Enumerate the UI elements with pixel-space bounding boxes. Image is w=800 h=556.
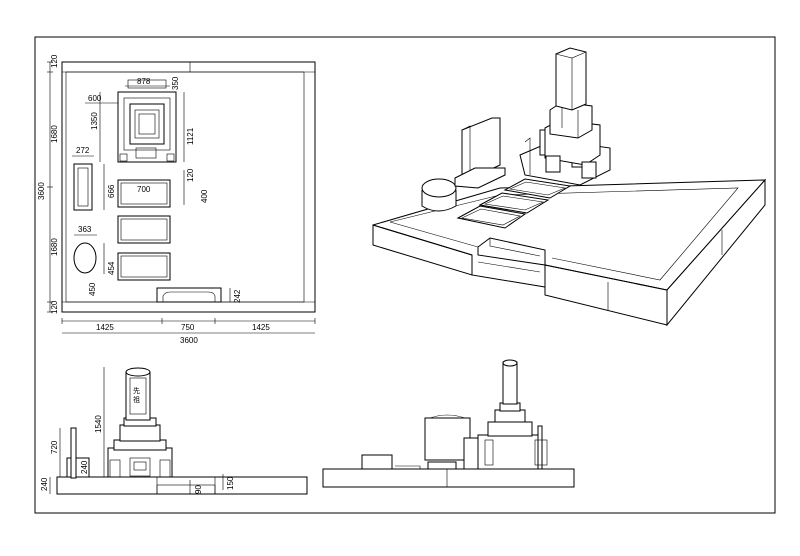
dim-454: 454 [107,261,116,275]
plan-view: 120 1680 3600 1680 120 878 350 600 1350 … [37,54,316,345]
iso-plate-3 [503,178,572,199]
round-stone-plan [73,242,97,274]
dim-700: 700 [137,185,151,194]
dim-left-upper: 1680 [50,125,59,143]
front-side-post [70,427,77,479]
side-base [322,468,575,488]
dim-overall-width: 3600 [180,336,198,345]
dim-step-90: 90 [194,485,203,494]
dim-left-lower: 1680 [50,238,59,256]
dim-1121: 1121 [186,127,195,145]
svg-text:先: 先 [133,386,140,395]
monument-base-plan [117,91,177,163]
front-elevation: 先 祖 1540 720 240 240 90 150 [40,367,308,495]
isometric-view [372,47,767,327]
iso-plate-2 [478,192,550,214]
plate-1 [117,179,171,208]
dim-step-150: 150 [226,476,235,490]
dim-120-gap: 120 [186,168,195,182]
sheet-border [34,36,776,514]
front-tower [125,371,151,421]
dim-lantern: 240 [80,460,89,474]
dim-tower: 1540 [94,415,103,433]
plate-3 [117,252,171,281]
dim-bottom-margin: 120 [50,300,59,314]
dim-600: 600 [88,94,102,103]
top-step-plan [127,79,167,89]
side-tower [502,361,518,405]
iso-tower [555,47,587,111]
plan-inner-wall [65,71,305,303]
dim-363: 363 [78,225,92,234]
dim-bottom-right: 1425 [252,323,270,332]
side-slab-plan [73,163,93,211]
dim-272: 272 [76,146,90,155]
dim-side-post: 720 [50,440,59,454]
plate-2 [117,215,171,244]
dim-350: 350 [171,76,180,90]
dim-top-margin: 120 [50,54,59,68]
side-elevation [322,359,575,488]
dim-overall-height: 3600 [37,182,46,200]
dim-666: 666 [107,184,116,198]
dim-400: 400 [200,189,209,203]
dim-bottom-left: 1425 [96,323,114,332]
dim-242: 242 [233,289,242,303]
dim-1350: 1350 [90,112,99,130]
side-slab-elev [424,417,471,461]
dim-bottom-mid: 750 [181,323,195,332]
front-base [56,476,308,495]
dim-450: 450 [88,282,97,296]
dim-base-left: 240 [40,477,49,491]
svg-text:祖: 祖 [133,395,140,404]
entrance-plan [156,287,222,303]
dim-878: 878 [137,77,151,86]
